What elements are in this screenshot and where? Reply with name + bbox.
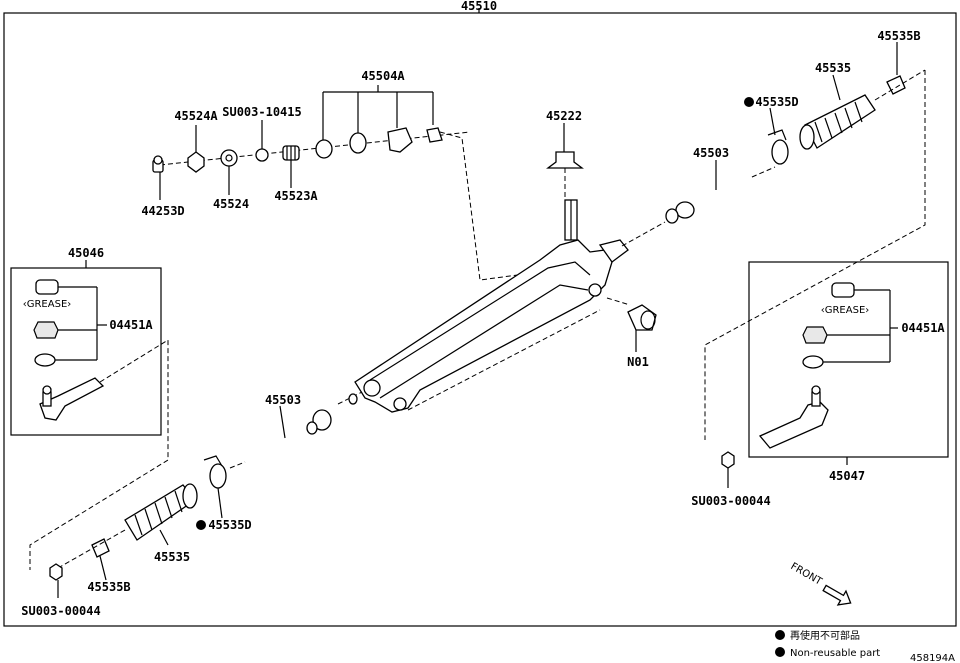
label-N01[interactable]: N01 [627, 355, 649, 369]
tie-rod-end-right[interactable] [758, 385, 829, 449]
seal-45504A-1[interactable] [315, 139, 333, 159]
label-su003-10415[interactable]: SU003-10415 [222, 105, 301, 119]
rack-end-45503-top[interactable] [665, 175, 753, 224]
bullet-icon [775, 630, 785, 640]
seal-45504A-2[interactable] [349, 132, 367, 154]
label-45503-top[interactable]: 45503 [693, 146, 729, 160]
cap-44253D[interactable] [152, 155, 164, 173]
figure-id: 458194A [910, 653, 955, 663]
label-45510[interactable]: 45510 [461, 0, 497, 13]
label-grease-left: ‹GREASE› [23, 299, 72, 310]
label-grease-right: ‹GREASE› [821, 305, 870, 316]
ring-right[interactable] [802, 355, 824, 369]
tie-rod-end-kit-left: 45046 ‹GREASE› 04451A [10, 246, 169, 570]
label-su003-00044-left[interactable]: SU003-00044 [21, 604, 100, 618]
label-45524A[interactable]: 45524A [174, 109, 218, 123]
legend-en: Non-reusable part [790, 648, 880, 659]
label-45047[interactable]: 45047 [829, 469, 865, 483]
bushing-N01[interactable]: N01 [606, 297, 657, 369]
steering-rack-housing[interactable] [337, 199, 666, 413]
label-45503-bottom[interactable]: 45503 [265, 393, 301, 407]
boot-cap-left[interactable] [33, 321, 59, 339]
label-04451A-right[interactable]: 04451A [901, 321, 945, 335]
bush-45504A-4[interactable] [426, 127, 443, 143]
label-04451A-left[interactable]: 04451A [109, 318, 153, 332]
clip-45535D-bottom[interactable] [203, 455, 227, 489]
ring-su003-10415[interactable] [255, 148, 269, 162]
tie-rod-end-left[interactable] [39, 377, 105, 421]
label-44253D[interactable]: 44253D [141, 204, 184, 218]
label-45046[interactable]: 45046 [68, 246, 104, 260]
dust-cover-45222[interactable]: 45222 [546, 109, 584, 200]
label-45523A[interactable]: 45523A [274, 189, 318, 203]
boot-45535-bottom[interactable] [124, 483, 198, 541]
label-45504A[interactable]: 45504A [361, 69, 405, 83]
label-45535B-bottom[interactable]: 45535B [87, 580, 130, 594]
diagram-frame [3, 12, 957, 627]
bush-45504A-3[interactable] [387, 127, 413, 153]
clip-45535D-top[interactable] [767, 129, 789, 165]
cap-45524[interactable] [220, 149, 238, 167]
lower-left-rod-group: 45503 45535D 45535 45535B SU003-00044 [21, 393, 332, 618]
boot-cap-right[interactable] [802, 326, 828, 344]
label-45535D-top[interactable]: 45535D [755, 95, 798, 109]
locknut-45524A[interactable] [187, 151, 205, 173]
label-su003-00044-right[interactable]: SU003-00044 [691, 494, 770, 508]
kit-box-left [10, 267, 162, 436]
label-front: FRONT [789, 561, 825, 588]
label-45535-bottom[interactable]: 45535 [154, 550, 190, 564]
front-arrow-icon: FRONT [789, 561, 852, 606]
rack-end-45503-bottom[interactable] [244, 409, 332, 464]
grease-cap-left[interactable] [35, 279, 59, 295]
pinion-parts-group: 44253D 45524A 45524 SU003-10415 45523A 4… [141, 69, 541, 281]
ring-left[interactable] [34, 353, 56, 367]
tie-rod-end-kit-right: ‹GREASE› 04451A 45047 SU003-00044 [691, 261, 949, 508]
legend-jp: 再使用不可部品 [790, 629, 860, 642]
label-45222[interactable]: 45222 [546, 109, 582, 123]
nut-left[interactable] [49, 563, 63, 581]
spring-45523A[interactable] [282, 145, 300, 161]
label-45524[interactable]: 45524 [213, 197, 249, 211]
legend: 再使用不可部品 Non-reusable part 458194A [775, 629, 955, 663]
boot-45535-top[interactable] [799, 94, 876, 150]
bullet-icon [775, 647, 785, 657]
label-45535D-bottom[interactable]: 45535D [208, 518, 251, 532]
upper-right-rod-group: 45503 45535D 45535 45535B [665, 29, 926, 440]
label-45535B-top[interactable]: 45535B [877, 29, 920, 43]
nut-right[interactable] [721, 451, 735, 469]
clamp-45535B-bottom[interactable] [91, 538, 110, 558]
label-45535-top[interactable]: 45535 [815, 61, 851, 75]
grease-cap-right[interactable] [831, 282, 855, 298]
kit-box-right [748, 261, 949, 458]
